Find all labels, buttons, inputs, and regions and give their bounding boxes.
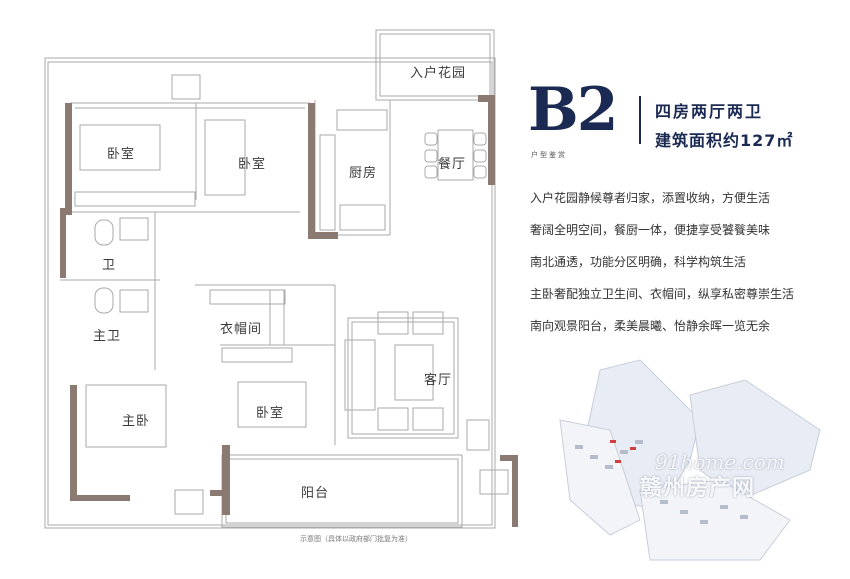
room-label-bedroom-nw: 卧室 [107, 147, 136, 162]
watermark-site-name: 赣州房产网 [640, 476, 756, 501]
model-code: B2 [528, 75, 618, 145]
room-label-dining: 餐厅 [438, 157, 467, 172]
feature-list: 入户花园静候尊者归家，添置收纳，方便生活 奢阔全明空间，餐厨一体，便捷享受饕餮美… [530, 188, 794, 348]
area-label: 建筑面积约127㎡ [655, 131, 794, 150]
room-label-kitchen: 厨房 [349, 166, 378, 181]
room-label-bathroom: 卫 [102, 258, 117, 273]
feature-item: 南北通透，功能分区明确，科学构筑生活 [530, 255, 747, 269]
room-label-bedroom-s: 卧室 [256, 406, 285, 421]
room-label-entry-garden: 入户花园 [410, 66, 467, 81]
layout-type: 四房两厅两卫 [655, 102, 764, 121]
title-divider [639, 96, 641, 144]
room-label-balcony: 阳台 [301, 486, 330, 501]
room-label-bedroom-n: 卧室 [238, 157, 267, 172]
room-label-master-bedroom: 主卧 [122, 414, 151, 429]
room-label-master-bath: 主卫 [93, 329, 122, 344]
model-subtitle: 户型鉴赏 [531, 151, 567, 159]
watermark-domain: 91home.com [655, 450, 785, 474]
feature-item: 入户花园静候尊者归家，添置收纳，方便生活 [530, 191, 771, 205]
feature-item: 主卧奢配独立卫生间、衣帽间，纵享私密尊崇生活 [530, 287, 795, 301]
feature-item: 南向观景阳台，柔美晨曦、怡静余晖一览无余 [530, 319, 771, 333]
disclaimer-note: 示意图（具体以政府部门批复为准） [300, 535, 412, 543]
feature-item: 奢阔全明空间，餐厨一体，便捷享受饕餮美味 [530, 223, 771, 237]
room-label-living: 客厅 [424, 373, 453, 388]
room-label-closet: 衣帽间 [220, 322, 263, 337]
